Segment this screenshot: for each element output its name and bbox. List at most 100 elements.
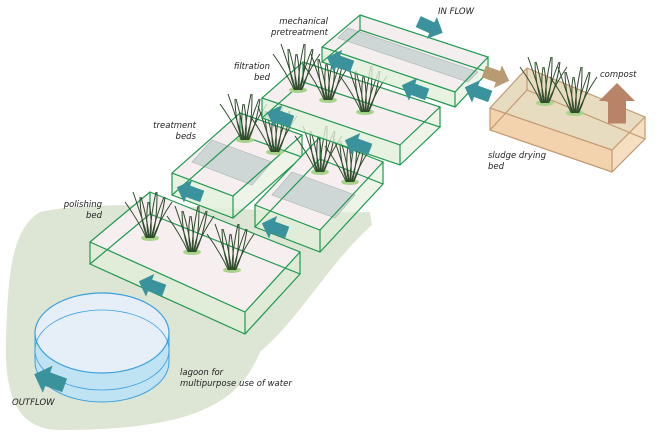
lagoon-rim: [34, 309, 170, 391]
reed-blade: [546, 56, 553, 104]
reed-blade: [573, 76, 577, 114]
reed-blade: [355, 70, 365, 113]
reed-blade: [191, 205, 199, 253]
reed-blade: [244, 93, 252, 141]
gravel-layer: [337, 27, 479, 83]
reed-blade: [246, 93, 253, 141]
sludge-label-line2: bed: [488, 162, 505, 172]
reed-blade: [545, 61, 560, 104]
flow-arrow-icon: [138, 274, 167, 297]
reed-blade: [280, 43, 297, 91]
reed-blade: [152, 201, 173, 239]
lagoon: [34, 292, 170, 403]
flow-arrow-icon: [415, 16, 443, 39]
reed-blade: [535, 61, 545, 104]
flow-arrow-icon: [481, 65, 510, 88]
reed-plant: [549, 66, 598, 116]
polishing-label-line1: polishing: [63, 200, 102, 210]
compost-label: compost: [600, 70, 637, 80]
reed-blade: [193, 205, 200, 253]
reed-blade: [124, 201, 147, 239]
reed-blade: [363, 75, 367, 113]
inflow-label: IN FLOW: [438, 7, 475, 17]
reed-blade: [214, 223, 231, 271]
reed-blade: [302, 63, 325, 101]
reed-blade: [227, 93, 244, 141]
reed-blade: [230, 233, 234, 271]
mechanical-pretreatment: [320, 14, 490, 108]
reed-blade: [151, 191, 158, 239]
reed-blade: [519, 66, 542, 104]
reed-blade: [310, 53, 327, 101]
mechanical-label-line1: mechanical: [279, 17, 328, 27]
reed-blade: [565, 71, 575, 114]
reed-blade: [549, 76, 572, 114]
reed-blade: [548, 61, 561, 104]
sludge-drying-bed: [488, 67, 647, 173]
flow-arrow-icon: [34, 365, 68, 393]
reed-blade: [575, 71, 590, 114]
reed-blade: [206, 233, 229, 271]
flow-arrow-icon: [176, 180, 205, 203]
reed-blade: [578, 71, 591, 114]
reed-blade: [339, 75, 362, 113]
reed-blade: [543, 66, 547, 104]
reed-blade: [140, 196, 150, 239]
reed-blade: [231, 223, 239, 271]
reed-blade: [326, 63, 330, 101]
reed-blade: [194, 215, 215, 253]
reed-blade: [576, 66, 583, 114]
lagoon-label-line2: multipurpose use of water: [180, 379, 292, 389]
reed-blade: [233, 223, 240, 271]
reed-blade: [174, 205, 191, 253]
filtration-label-line2: bed: [253, 73, 270, 83]
front-face: [90, 242, 245, 334]
flow-arrow-icon: [344, 133, 373, 156]
flow-arrow-icon: [599, 83, 635, 124]
reed-blade: [166, 215, 189, 253]
reed-blade: [190, 215, 194, 253]
front-face: [490, 108, 612, 172]
treatment-label-line1: treatment: [153, 121, 196, 131]
reed-blade: [544, 56, 552, 104]
outflow-label: OUTFLOW: [12, 398, 55, 408]
reed-blade: [574, 66, 582, 114]
reed-blade: [296, 53, 300, 91]
reed-plant: [206, 223, 255, 273]
reed-blade: [149, 191, 157, 239]
reed-plant: [339, 65, 388, 115]
side-face: [612, 117, 645, 172]
reed-blade: [235, 228, 248, 271]
mechanical-label-line2: pretreatment: [271, 28, 328, 38]
reed-blade: [257, 105, 274, 153]
reed-blade: [557, 66, 574, 114]
reed-blade: [248, 98, 261, 141]
reed-blade: [294, 135, 317, 173]
side-face: [245, 252, 300, 334]
reed-blade: [249, 115, 272, 153]
flow-arrow-icon: [464, 80, 493, 103]
side-face: [233, 135, 302, 218]
reed-blade: [243, 103, 247, 141]
reed-blade: [301, 48, 314, 91]
reed-blade: [324, 145, 347, 183]
reed-blade: [219, 103, 242, 141]
gravel-layer: [191, 139, 273, 186]
reed-blade: [195, 210, 208, 253]
sludge-label-line1: sludge drying: [488, 151, 546, 161]
reed-blade: [150, 196, 165, 239]
reed-plant: [272, 43, 321, 93]
reed-blade: [234, 233, 255, 271]
flow-arrow-icon: [401, 78, 430, 101]
reed-blade: [192, 210, 207, 253]
reed-blade: [297, 43, 305, 91]
reed-plant: [519, 56, 568, 106]
side-face: [320, 162, 383, 252]
reed-blade: [153, 196, 166, 239]
reed-blade: [245, 98, 260, 141]
